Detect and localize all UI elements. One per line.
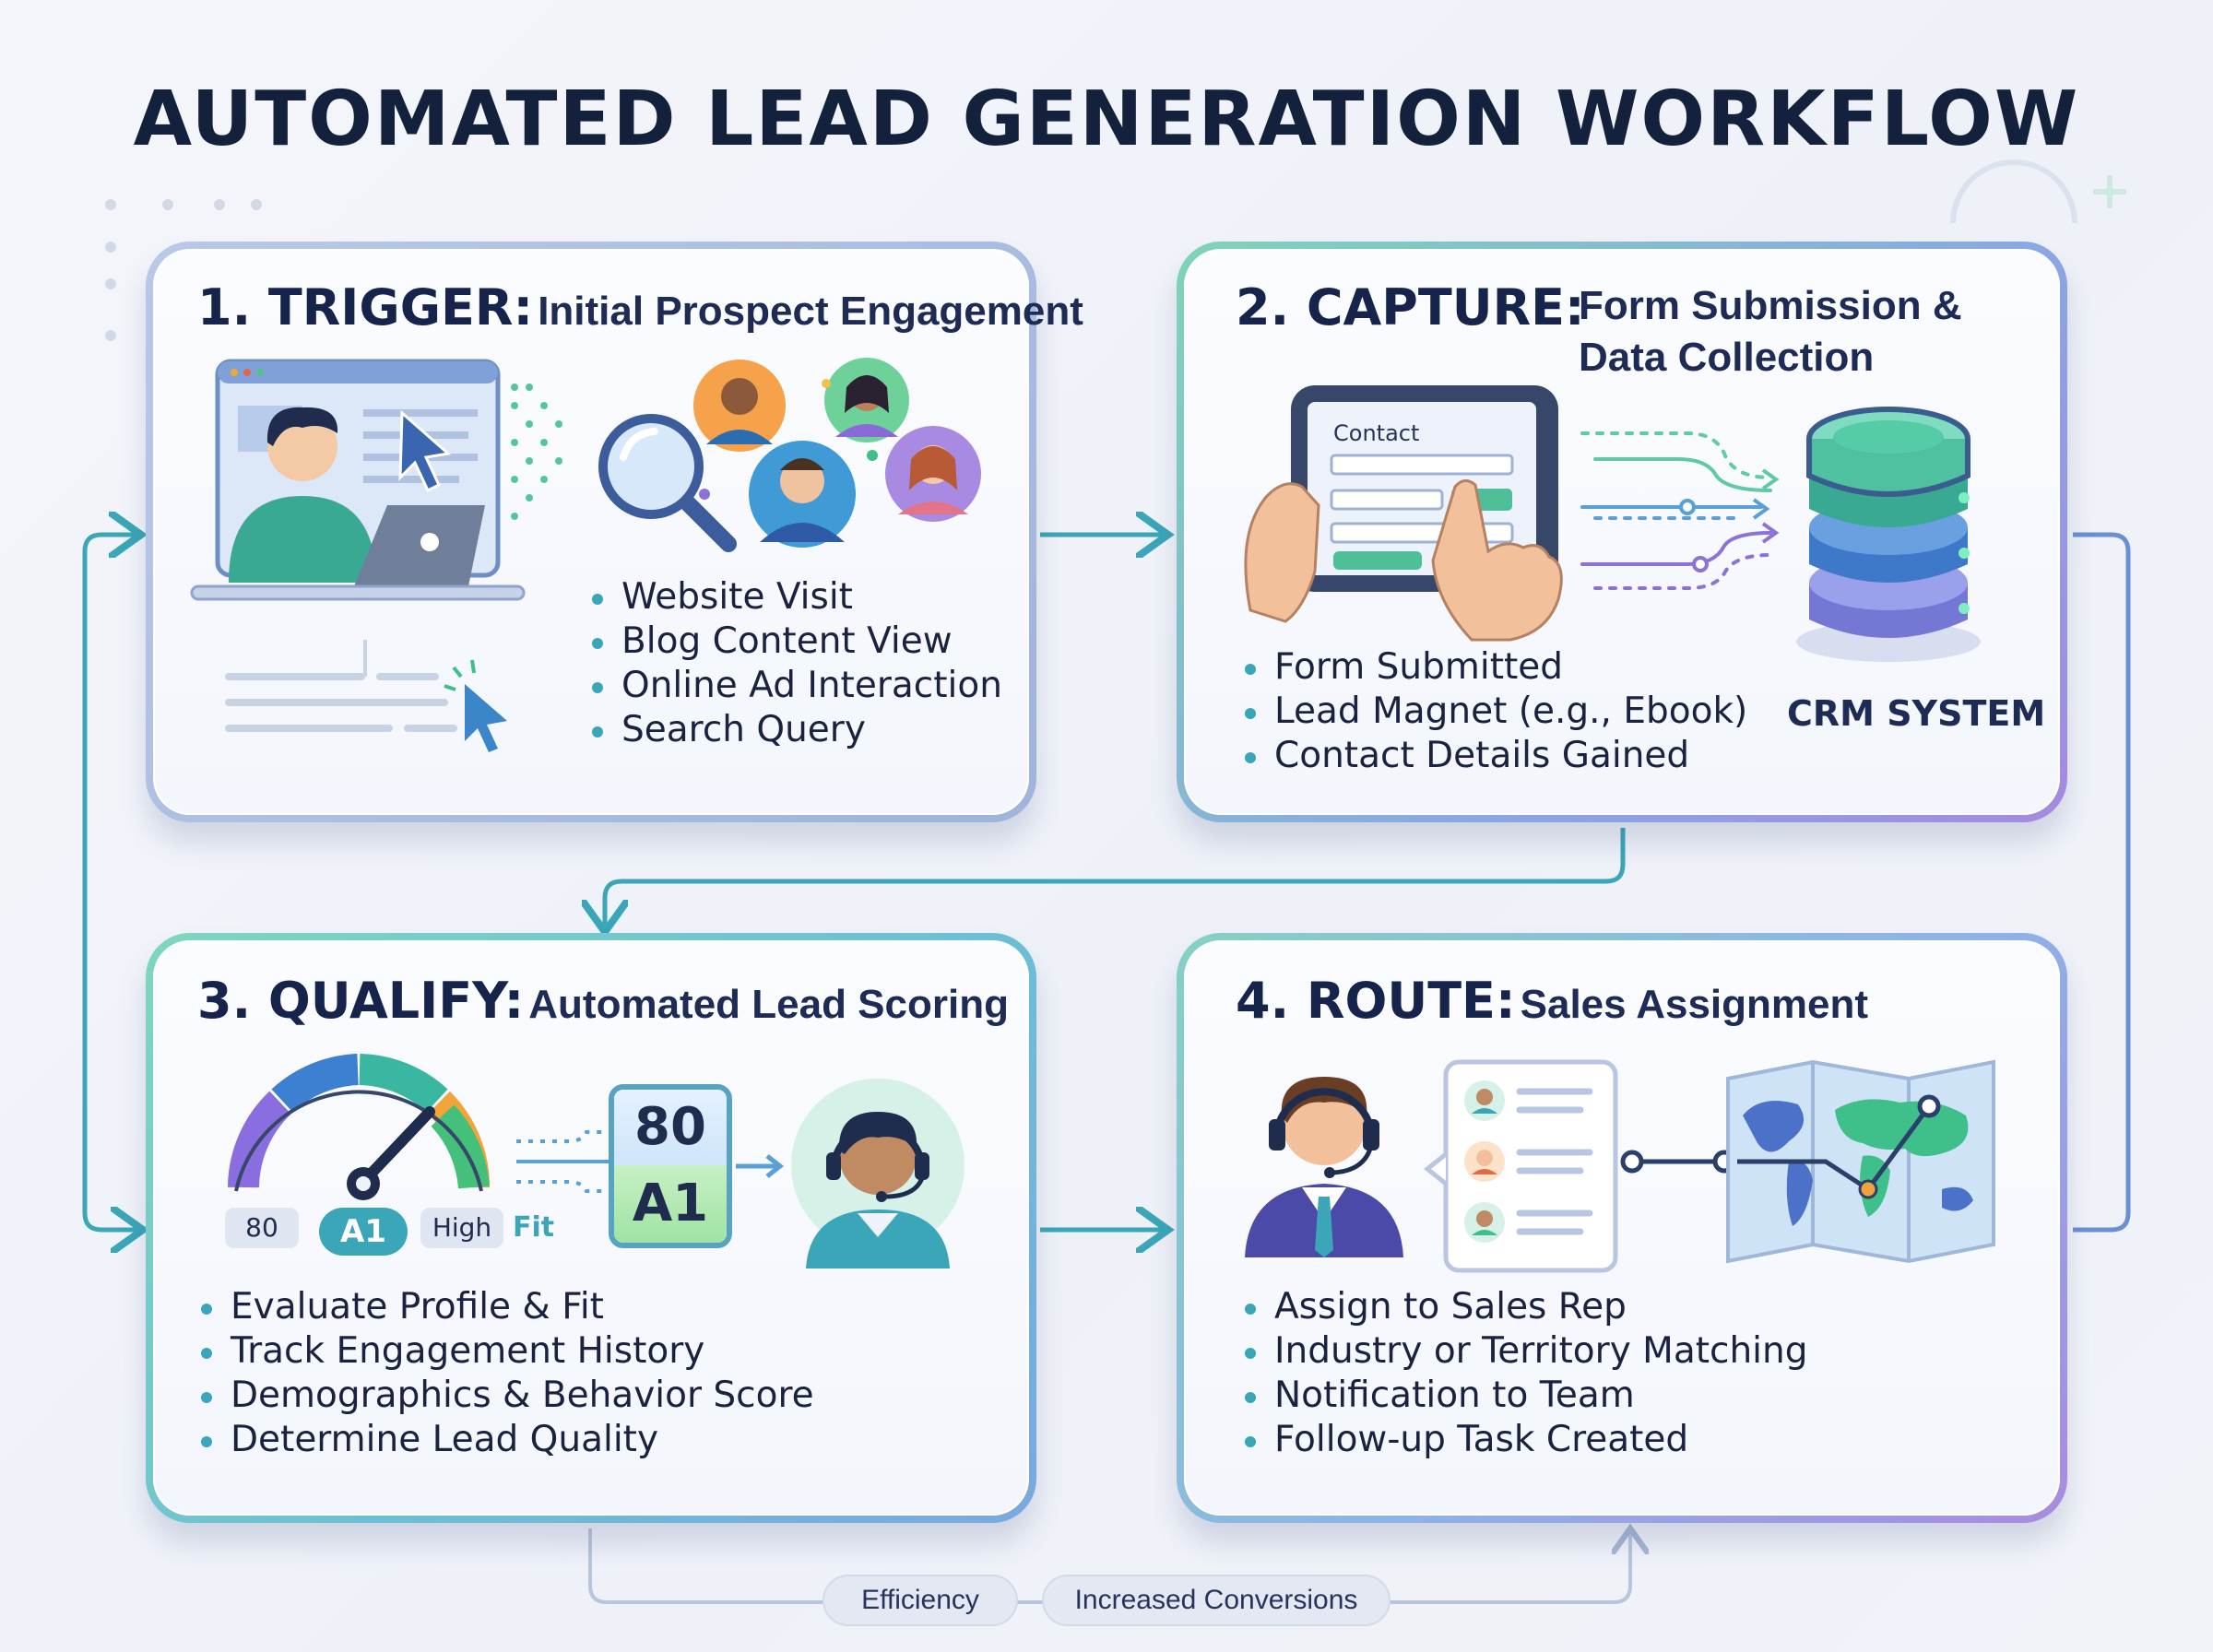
headset-agent-icon: [791, 1079, 964, 1268]
route-number: 4. ROUTE:: [1236, 972, 1516, 1030]
arrow-score-to-agent: [736, 1154, 785, 1178]
list-item: Track Engagement History: [199, 1329, 814, 1374]
list-item: Contact Details Gained: [1243, 734, 1747, 778]
list-item: Industry or Territory Matching: [1243, 1329, 1808, 1374]
sales-rep-icon: [1245, 1077, 1403, 1257]
capture-bullets: Form Submitted Lead Magnet (e.g., Ebook)…: [1243, 645, 1747, 778]
svg-text:Contact: Contact: [1333, 420, 1419, 446]
gauge-icon: [228, 1054, 491, 1200]
capture-heading: 2. CAPTURE:: [1236, 278, 1585, 336]
capture-number: 2. CAPTURE:: [1236, 278, 1585, 336]
pill-increased-conversions: Increased Conversions: [1042, 1575, 1391, 1626]
list-item: Notification to Team: [1243, 1374, 1808, 1418]
gauge-grade-label: A1: [319, 1208, 408, 1256]
magnifier-icon: [598, 414, 737, 552]
qualify-bullets: Evaluate Profile & Fit Track Engagement …: [199, 1285, 814, 1462]
list-item: Assign to Sales Rep: [1243, 1285, 1808, 1329]
score-card-grade: A1: [614, 1165, 727, 1243]
route-subtitle: Sales Assignment: [1520, 982, 1869, 1027]
list-item: Online Ad Interaction: [590, 664, 1002, 708]
avatar-icon: [693, 360, 786, 452]
score-connector-lines: [516, 1130, 616, 1193]
decor-dots-trigger: [511, 384, 562, 520]
trigger-heading: 1. TRIGGER: Initial Prospect Engagement: [197, 278, 1083, 336]
list-item: Demographics & Behavior Score: [199, 1374, 814, 1418]
gauge-high-label: High: [420, 1208, 503, 1248]
data-flow-lines: [1580, 431, 1780, 590]
qualify-number: 3. QUALIFY:: [197, 972, 525, 1030]
tablet-form-icon: Contact: [1244, 385, 1563, 642]
score-card-number: 80: [614, 1090, 727, 1165]
arrow-capture-to-qualify: [605, 828, 1626, 927]
database-icon: [1796, 407, 1981, 662]
laptop-user-icon: [190, 359, 526, 601]
arrow-loop-right: [2073, 532, 2131, 1233]
list-item: Blog Content View: [590, 620, 1002, 664]
list-item: Website Visit: [590, 575, 1002, 620]
arrow-loop-left: [82, 535, 140, 1233]
list-item: Determine Lead Quality: [199, 1418, 814, 1462]
cursor-lines-icon: [225, 640, 507, 752]
map-icon: [1726, 1059, 1995, 1264]
list-item: Search Query: [590, 708, 1002, 752]
list-item: Form Submitted: [1243, 645, 1747, 690]
gauge-score-label: 80: [225, 1208, 299, 1248]
page-title: AUTOMATED LEAD GENERATION WORKFLOW: [133, 76, 2080, 163]
pill-efficiency: Efficiency: [822, 1575, 1018, 1626]
trigger-number: 1. TRIGGER:: [197, 278, 534, 336]
capture-subtitle: Form Submission & Data Collection: [1579, 283, 1962, 380]
crm-label: CRM SYSTEM: [1787, 693, 2046, 734]
decor-dots: [105, 199, 262, 341]
route-bullets: Assign to Sales Rep Industry or Territor…: [1243, 1285, 1808, 1462]
route-heading: 4. ROUTE: Sales Assignment: [1236, 972, 1868, 1030]
gauge-fit-label: Fit: [513, 1211, 555, 1244]
trigger-subtitle: Initial Prospect Engagement: [538, 289, 1083, 334]
list-item: Follow-up Task Created: [1243, 1418, 1808, 1462]
qualify-heading: 3. QUALIFY: Automated Lead Scoring: [197, 972, 1009, 1030]
rep-list-icon: [1423, 1059, 1618, 1273]
avatar-group-icon: [693, 358, 981, 548]
qualify-subtitle: Automated Lead Scoring: [528, 982, 1009, 1027]
list-item: Evaluate Profile & Fit: [199, 1285, 814, 1329]
trigger-bullets: Website Visit Blog Content View Online A…: [590, 575, 1002, 752]
territory-path: [1620, 1150, 1736, 1174]
list-item: Lead Magnet (e.g., Ebook): [1243, 690, 1747, 734]
score-card: 80 A1: [609, 1084, 732, 1248]
